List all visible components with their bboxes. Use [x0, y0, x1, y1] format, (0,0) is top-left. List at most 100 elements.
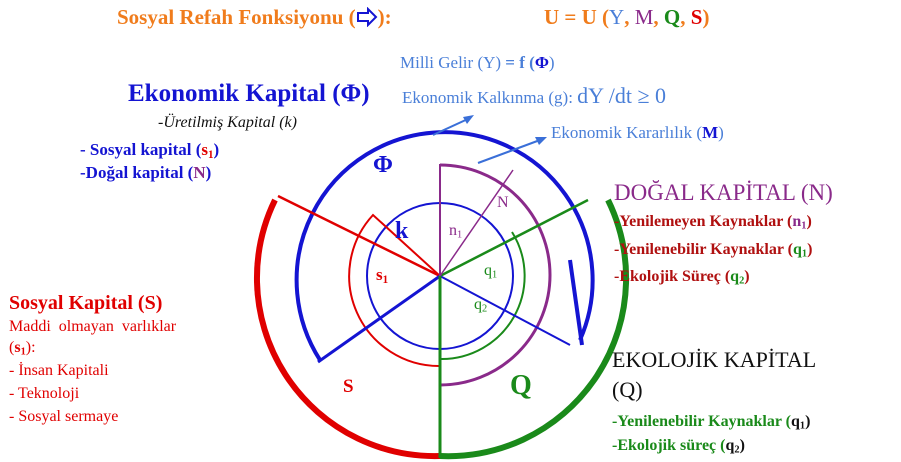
- dogal-item-2-end: ): [807, 241, 813, 258]
- kalkinma-annotation: Ekonomik Kalkınma (g): dY /dt ≥ 0: [402, 83, 667, 108]
- ekolojik-item-2-pre: -Ekolojik süreç (: [612, 437, 726, 454]
- sosyal-desc2-pre: (: [9, 339, 15, 356]
- sosyal-desc2-sub: 1: [20, 346, 26, 358]
- dogal-item-1-end: ): [806, 213, 812, 230]
- kararlilik-end: ): [718, 123, 724, 142]
- dogal-kapital-title: DOĞAL KAPİTAL (N): [614, 180, 833, 205]
- ekolojik-item-2-sym: q: [725, 437, 735, 454]
- economic-capital-arc: [294, 130, 595, 362]
- radial-line-green-upper: [439, 198, 589, 278]
- label-n1-sym: n: [449, 222, 457, 239]
- dogal-item-2-sym: q: [792, 241, 802, 258]
- ekolojik-kapital-title: EKOLOJİK KAPİTAL: [612, 347, 817, 372]
- social-capital-outer-arc: [253, 198, 441, 460]
- dogal-item-2: -Yenilenebilir Kaynaklar (q1): [614, 241, 812, 260]
- label-phi: Φ: [373, 152, 393, 178]
- dogal-item-3-pre: -Ekolojik Süreç (: [614, 268, 731, 285]
- ekolojik-item-2-sub: 2: [734, 444, 740, 456]
- ekolojik-item-1-end: ): [805, 413, 811, 430]
- dogal-item-1: -Yenilemeyen Kaynaklar (n1): [614, 213, 812, 232]
- ekolojik-item-1: -Yenilenebilir Kaynaklar (q1): [612, 413, 810, 432]
- sosyal-item-s: s: [201, 140, 209, 159]
- label-s1: s1: [376, 265, 389, 286]
- sosyal-kapital-item: - Sosyal kapital (s1): [80, 140, 220, 161]
- sosyal-desc: Maddi olmayan varlıklar: [9, 318, 177, 335]
- title-formula: U = U (Y, M, Q, S): [544, 5, 710, 29]
- dogal-item-3-end: ): [744, 268, 750, 285]
- sosyal-item-end: ): [213, 140, 220, 159]
- social-inner-arc: [348, 213, 441, 368]
- dogal-item-2-pre: -Yenilenebilir Kaynaklar (: [614, 241, 793, 258]
- label-Q: Q: [510, 370, 532, 401]
- dogal-kapital-item: -Doğal kapital (N): [80, 163, 211, 183]
- dogal-item-1-sym: n: [792, 213, 802, 230]
- radial-line-purple: [439, 169, 514, 277]
- label-q2: q2: [474, 296, 487, 315]
- label-q1-sub: 1: [492, 269, 498, 281]
- title-close: ):: [377, 5, 392, 29]
- title-label: Sosyal Refah Fonksiyonu (: [117, 5, 356, 29]
- label-q1: q1: [484, 262, 497, 281]
- label-q1-sym: q: [484, 262, 492, 279]
- arrow-kalkinma: [432, 117, 471, 136]
- sosyal-desc-2: (s1):: [9, 339, 36, 358]
- uretilmis-kapital: -Üretilmiş Kapital (k): [158, 114, 297, 131]
- arrow-kararlilik: [477, 139, 541, 164]
- sosyal-item-2: - Teknoloji: [9, 385, 80, 402]
- milli-gelir-phi: Φ: [534, 53, 549, 72]
- kararlilik-annotation: Ekonomik Kararlılık (M): [551, 123, 724, 143]
- label-q2-sub: 2: [482, 303, 488, 315]
- ekonomik-kapital-title: Ekonomik Kapital (Φ): [128, 80, 370, 107]
- formula-s: S: [690, 5, 703, 29]
- dogal-item-2-sub: 1: [801, 248, 808, 260]
- dogal-item-1-pre: -Yenilemeyen Kaynaklar (: [614, 213, 793, 230]
- arrow-outline-icon: [356, 6, 378, 32]
- ekolojik-item-1-sym: q: [790, 413, 800, 430]
- dogal-item-3: -Ekolojik Süreç (q2): [614, 268, 750, 287]
- label-s1-sym: s: [376, 265, 383, 284]
- formula-end: ): [702, 5, 710, 29]
- ekolojik-item-2-end: ): [739, 437, 745, 454]
- milli-gelir-eq: = f (: [505, 53, 535, 72]
- dogal-item-3-sym: q: [730, 268, 740, 285]
- label-S: S: [343, 376, 354, 397]
- kalkinma-derivative: dY /dt ≥ 0: [577, 83, 667, 108]
- ekolojik-item-2: -Ekolojik süreç (q2): [612, 437, 745, 456]
- page-title: Sosyal Refah Fonksiyonu ( ):: [117, 5, 392, 32]
- formula-comma-2: ,: [653, 5, 659, 29]
- milli-gelir-text: Milli Gelir (Y): [400, 53, 506, 72]
- natural-capital-arc: [439, 163, 552, 387]
- dogal-item-pre: -Doğal kapital (: [80, 163, 194, 182]
- dogal-item-1-sub: 1: [801, 220, 807, 232]
- sosyal-kapital-title: Sosyal Kapital (S): [9, 292, 163, 314]
- radial-line-blue-right: [439, 275, 571, 346]
- milli-gelir-end: ): [548, 53, 555, 72]
- formula-comma-1: ,: [624, 5, 630, 29]
- dogal-item-3-sub: 2: [739, 275, 745, 287]
- sosyal-item-sub: 1: [208, 148, 214, 161]
- ekolojik-item-1-sub: 1: [799, 420, 806, 432]
- label-n1-sub: 1: [457, 229, 463, 241]
- label-q2-sym: q: [474, 296, 482, 313]
- sosyal-desc2-sym: s: [14, 339, 21, 356]
- economic-arc-end-right: [568, 259, 584, 346]
- formula-lhs: U = U (: [544, 5, 610, 29]
- kalkinma-text: Ekonomik Kalkınma (g):: [402, 88, 578, 107]
- radial-line-red: [277, 194, 441, 278]
- formula-q: Q: [663, 5, 681, 29]
- sosyal-item-pre: - Sosyal kapital (: [80, 140, 202, 159]
- kararlilik-m: M: [702, 123, 719, 142]
- ekolojik-kapital-title-2: (Q): [612, 377, 643, 402]
- formula-y: Y: [609, 5, 625, 29]
- label-s1-sub: 1: [382, 273, 389, 286]
- kararlilik-text: Ekonomik Kararlılık (: [551, 123, 703, 142]
- formula-m: M: [634, 5, 654, 29]
- radial-line-blue-lower: [317, 274, 441, 364]
- arrow-kalkinma-head: [463, 115, 474, 124]
- label-n1: n1: [449, 222, 462, 241]
- label-k: k: [395, 218, 409, 244]
- dogal-item-n: N: [193, 163, 206, 182]
- sosyal-item-1: - İnsan Kapitali: [9, 362, 109, 379]
